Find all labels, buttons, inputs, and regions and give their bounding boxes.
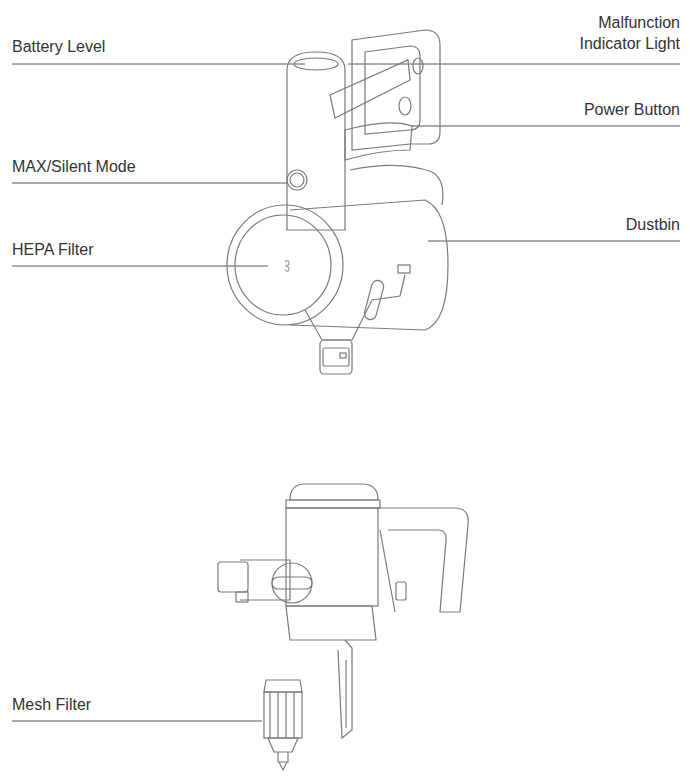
part-label: Battery Level [12,36,212,57]
vacuum-side-view [218,484,468,770]
part-label: MAX/Silent Mode [12,156,212,177]
part-label: Mesh Filter [12,694,212,715]
leader-lines [12,64,680,721]
part-label: Dustbin [480,214,680,235]
vacuum-top-view [227,30,448,374]
part-label: Power Button [480,99,680,120]
part-label: Malfunction Indicator Light [550,12,680,54]
part-label: HEPA Filter [12,239,212,260]
